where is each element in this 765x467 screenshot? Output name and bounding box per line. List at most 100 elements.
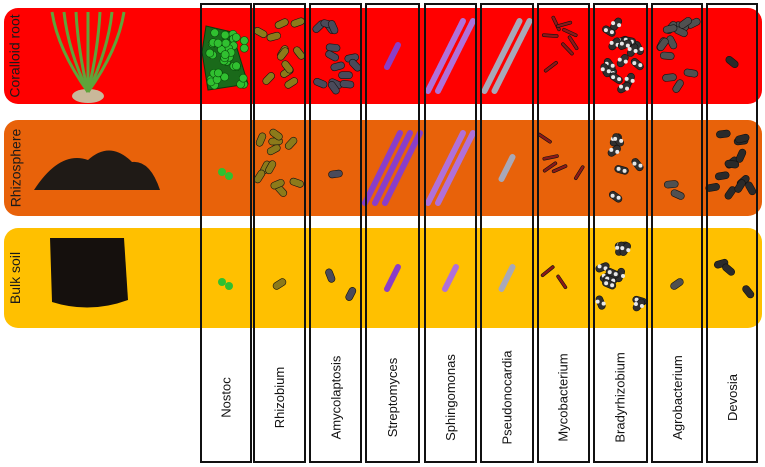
cell-devosia-1: [705, 129, 757, 200]
cell-bradyrhizobium-2: [595, 241, 647, 312]
filament-chain: [362, 130, 403, 206]
cell-rhizobium-0: [253, 17, 306, 89]
column-label-streptomyces: Streptomyces: [385, 357, 401, 437]
inclusion-spot: [638, 163, 643, 168]
bradyrhizobium-cell: [595, 295, 606, 310]
nostoc-cell: [220, 72, 229, 82]
filament-chain: [372, 130, 413, 206]
inclusion-spot: [619, 41, 624, 46]
inclusion-spot: [623, 59, 628, 64]
agrobacterium-cell: [670, 189, 685, 200]
agrobacterium-cell: [662, 24, 678, 34]
rhizobium-cell: [293, 46, 306, 60]
column-box-rhizobium: [253, 3, 306, 463]
filament-chain: [425, 130, 466, 206]
nostoc-cell: [232, 61, 241, 71]
inclusion-spot: [601, 301, 606, 306]
inclusion-spot: [632, 161, 637, 166]
inclusion-spot: [639, 303, 644, 308]
devosia-cell: [716, 129, 731, 139]
mycobacterium-cell: [562, 27, 578, 38]
cell-amycolaptosis-1: [328, 169, 343, 179]
inclusion-spot: [617, 77, 622, 82]
cell-streptomyces-0: [384, 42, 401, 70]
bradyrhizobium-cell: [617, 81, 631, 94]
cell-bradyrhizobium-1: [607, 133, 644, 203]
column-box-nostoc: [200, 3, 252, 463]
cell-streptomyces-1: [362, 130, 423, 206]
cell-agrobacterium-2: [670, 278, 684, 290]
inclusion-spot: [603, 28, 608, 33]
cell-pseudonocardia-0: [481, 18, 533, 94]
inclusion-spot: [626, 248, 631, 253]
column-box-amycolaptosis: [309, 3, 362, 463]
mycobacterium-cell: [540, 265, 555, 278]
agrobacterium-cell: [659, 51, 675, 60]
soil-pile-icon: [34, 150, 160, 190]
column-label-rhizobium: Rhizobium: [272, 366, 288, 428]
mycobacterium-cell: [574, 165, 585, 180]
nostoc-cell: [218, 278, 226, 286]
column-label-devosia: Devosia: [724, 373, 740, 421]
rhizobium-cell: [255, 132, 267, 147]
inclusion-spot: [604, 281, 609, 286]
inclusion-spot: [613, 136, 618, 141]
inclusion-spot: [622, 168, 627, 173]
column-label-nostoc: Nostoc: [218, 376, 234, 418]
agrobacterium-cell: [657, 37, 669, 52]
inclusion-spot: [607, 270, 612, 275]
column-box-agrobacterium: [651, 3, 703, 463]
filament-chain: [481, 18, 523, 94]
devosia-cell: [705, 183, 720, 192]
bradyrhizobium-cell: [600, 63, 612, 78]
inclusion-spot: [595, 299, 600, 304]
cell-mycobacterium-0: [541, 15, 579, 73]
agrobacterium-cell: [666, 35, 678, 50]
cell-mycobacterium-2: [540, 265, 568, 290]
inclusion-spot: [617, 57, 622, 62]
rhizobium-cell: [262, 72, 275, 85]
cell-streptomyces-2: [384, 264, 401, 292]
leaf: [86, 11, 114, 93]
column-label-mycobacterium: Mycobacterium: [556, 352, 572, 442]
rhizobium-cell: [270, 179, 285, 190]
leaf: [86, 11, 102, 93]
cell-nostoc-0: [201, 25, 249, 91]
inclusion-spot: [625, 43, 630, 48]
mycobacterium-cell: [567, 35, 579, 51]
inclusion-spot: [619, 138, 624, 143]
inclusion-spot: [624, 76, 629, 81]
devosia-cell: [714, 171, 730, 181]
cell-agrobacterium-0: [656, 17, 701, 93]
filament-chain: [491, 18, 533, 94]
nostoc-cell: [213, 38, 223, 48]
rhizobium-cell: [274, 18, 289, 29]
column-label-amycolaptosis: Amycolaptosis: [328, 355, 343, 439]
cell-devosia-2: [713, 258, 755, 299]
inclusion-spot: [616, 195, 621, 200]
inclusion-spot: [615, 149, 620, 154]
column-label-agrobacterium: Agrobacterium: [669, 354, 685, 440]
rhizobium-cell: [269, 128, 283, 141]
devosia-cell: [722, 263, 736, 276]
mycobacterium-cell: [556, 274, 568, 290]
inclusion-spot: [611, 75, 616, 80]
amycolaptosis-cell: [330, 61, 345, 72]
inclusion-spot: [638, 63, 643, 68]
inclusion-spot: [625, 86, 630, 91]
soil-block: [50, 238, 128, 308]
cell-bradyrhizobium-0: [600, 17, 644, 94]
inclusion-spot: [627, 47, 632, 52]
inclusion-spot: [615, 245, 620, 250]
cell-agrobacterium-1: [664, 180, 685, 200]
mycobacterium-cell: [543, 60, 558, 73]
amycolaptosis-cell: [327, 81, 340, 95]
leaf: [74, 11, 90, 93]
nostoc-cell: [225, 282, 233, 290]
inclusion-spot: [630, 78, 635, 83]
inclusion-spot: [616, 166, 621, 171]
mycobacterium-cell: [561, 42, 574, 56]
bradyrhizobium-cell: [612, 133, 624, 147]
agrobacterium-cell: [670, 278, 684, 290]
